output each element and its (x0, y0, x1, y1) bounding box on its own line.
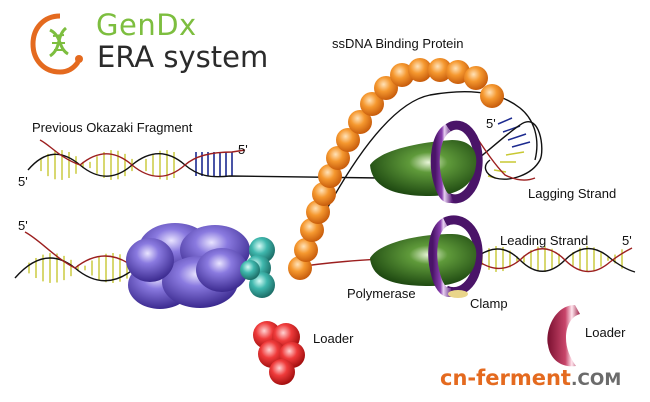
ssb-bead (326, 146, 350, 170)
label-loader-red: Loader (313, 331, 354, 346)
loader-right (547, 305, 580, 367)
helicase (126, 223, 250, 309)
okazaki-strand (39, 139, 246, 177)
label-five-prime-leading: 5' (622, 233, 632, 248)
label-previous-okazaki-fragment: Previous Okazaki Fragment (32, 120, 193, 135)
ssb-bead (336, 128, 360, 152)
label-five-prime-okazaki: 5' (238, 142, 248, 157)
label-loader-right: Loader (585, 325, 626, 340)
lagging-rung (507, 133, 527, 141)
ssb-bead (360, 92, 384, 116)
polymerase-lagging (370, 120, 483, 204)
lagging-rung (493, 169, 507, 173)
watermark-part2: .COM (570, 370, 622, 390)
loader-red (253, 321, 305, 385)
lagging-rungs (487, 117, 531, 179)
ssb-bead (294, 238, 318, 262)
ssb-bead (374, 76, 398, 100)
ssdna-binding-protein-chain (288, 58, 504, 280)
ssb-bead (428, 58, 452, 82)
clamp-upper-front (430, 124, 454, 203)
lagging-primer (474, 134, 536, 181)
clamp-loader-attached (448, 290, 468, 298)
watermark: cn-ferment.COM (440, 366, 621, 390)
lagging-rung (497, 117, 513, 125)
label-five-prime-lagging: 5' (486, 116, 496, 131)
ssb-bead (318, 164, 342, 188)
label-ssdna-binding-protein: ssDNA Binding Protein (332, 36, 464, 51)
lagging-rung (511, 141, 531, 148)
ssb-bead (408, 58, 432, 82)
label-clamp: Clamp (470, 296, 508, 311)
ssb-bead (348, 110, 372, 134)
primase (240, 237, 275, 298)
lagging-rung (505, 151, 525, 156)
duplex-rungs-bottom (28, 246, 623, 283)
ssb-bead (464, 66, 488, 90)
ssb-bead (480, 84, 504, 108)
polymerase-leading (370, 215, 483, 298)
leading-duplex-red (469, 247, 633, 273)
label-leading-strand: Leading Strand (500, 233, 589, 248)
okazaki-duplex (27, 139, 381, 180)
brand-name: GenDx (96, 8, 197, 42)
watermark-part1: cn-ferment (440, 366, 571, 390)
lagging-template-loop (469, 121, 543, 180)
lagging-template-top (299, 90, 538, 261)
label-lagging-strand: Lagging Strand (528, 186, 617, 201)
lagging-loop (299, 90, 543, 261)
clamp-lower-front (428, 218, 454, 297)
label-five-prime-bottom-left: 5' (18, 218, 28, 233)
label-five-prime-top-left: 5' (18, 174, 28, 189)
label-polymerase: Polymerase (347, 286, 416, 301)
clamp-upper-back (443, 120, 483, 204)
ssb-bead (390, 63, 414, 87)
gendx-logo-icon (30, 13, 83, 75)
brand-system: ERA system (97, 40, 269, 74)
